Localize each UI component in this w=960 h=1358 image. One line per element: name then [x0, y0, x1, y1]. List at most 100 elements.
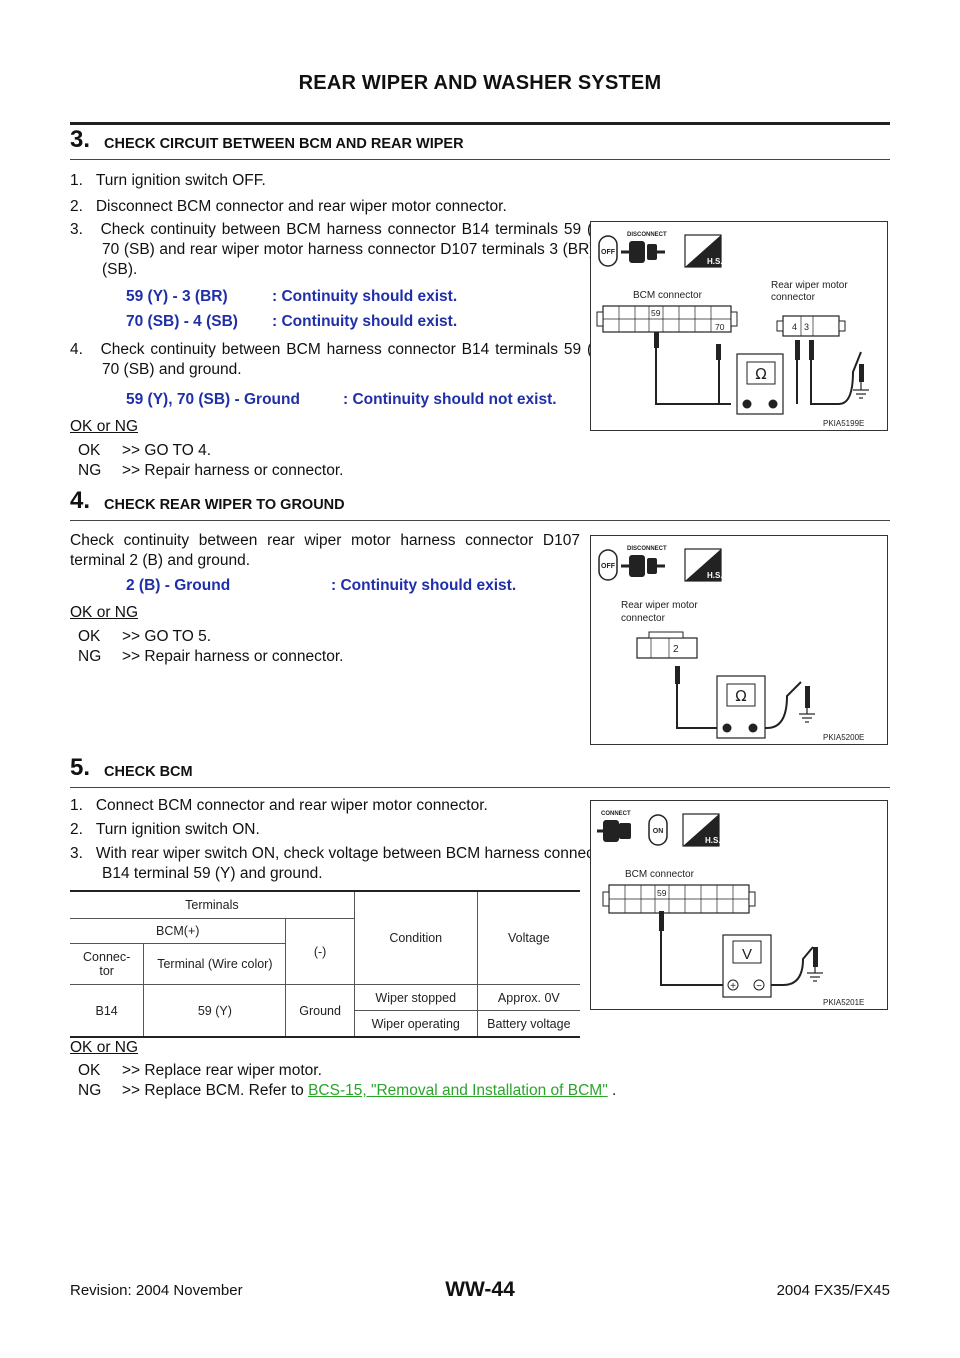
- svg-text:OFF: OFF: [601, 563, 616, 570]
- ground-icon: [853, 364, 869, 399]
- step-5-instruction-2: 2. Turn ignition switch ON.: [70, 821, 260, 838]
- table-cell: Battery voltage: [487, 1016, 571, 1031]
- ng-result: NG>> Repair harness or connector.: [78, 462, 344, 479]
- page-title: REAR WIPER AND WASHER SYSTEM: [298, 72, 662, 94]
- table-row: Wiper operating Battery voltage: [70, 1010, 580, 1037]
- step-3-instruction-2: 2. Disconnect BCM connector and rear wip…: [70, 198, 507, 215]
- ok-result: OK>> Replace rear wiper motor.: [78, 1062, 322, 1079]
- step-4-heading: 4. CHECK REAR WIPER TO GROUND: [70, 481, 890, 521]
- table-header: BCM(+): [70, 918, 287, 944]
- svg-text:H.S.: H.S.: [705, 836, 721, 845]
- figure-code: PKIA5201E: [823, 998, 864, 1007]
- step-number: 3.: [70, 126, 91, 153]
- svg-text:59: 59: [651, 308, 661, 318]
- connect-icon: CONNECT: [597, 811, 631, 842]
- ok-result: OK>> GO TO 5.: [78, 628, 212, 645]
- spec-right: : Continuity should exist.: [331, 577, 517, 594]
- rear-wiper-connector: 4 3: [776, 315, 846, 337]
- table-header: (-): [285, 918, 355, 985]
- step-5-instruction-3: 3. With rear wiper switch ON, check volt…: [70, 845, 612, 882]
- header-rule: [70, 122, 890, 125]
- figure-code: PKIA5199E: [823, 419, 864, 428]
- step-3-heading: 3. CHECK CIRCUIT BETWEEN BCM AND REAR WI…: [70, 120, 890, 160]
- svg-text:−: −: [756, 981, 762, 992]
- table-cell: Wiper operating: [354, 1010, 478, 1037]
- svg-text:59: 59: [657, 888, 667, 898]
- figure-code: PKIA5200E: [823, 733, 864, 742]
- svg-text:H.S.: H.S.: [707, 571, 723, 580]
- wiring-diagram: CONNECT ON H.S. BCM connector: [597, 811, 864, 1007]
- ignition-on-icon: ON: [648, 814, 668, 846]
- ok-result: OK>> GO TO 4.: [78, 442, 212, 459]
- step-title: CHECK BCM: [104, 764, 193, 780]
- table-cell: Wiper stopped: [354, 984, 478, 1011]
- table-header: Voltage: [477, 891, 580, 985]
- rear-wiper-label: connector: [771, 292, 816, 303]
- table-header: Terminal (Wire color): [143, 943, 287, 985]
- ground-icon: [799, 686, 815, 723]
- svg-text:ON: ON: [653, 828, 664, 835]
- disconnect-icon: DISCONNECT: [621, 546, 667, 577]
- step-title: CHECK REAR WIPER TO GROUND: [104, 497, 345, 513]
- harness-side-icon: H.S.: [684, 548, 723, 582]
- spec-left: 59 (Y) - 3 (BR): [126, 288, 228, 305]
- bcm-connector-label: BCM connector: [625, 869, 695, 880]
- svg-text:4: 4: [792, 322, 797, 332]
- rear-wiper-label: connector: [621, 613, 666, 624]
- svg-text:3: 3: [804, 322, 809, 332]
- bcm-connector: 59: [602, 884, 756, 914]
- step-number: 5.: [70, 754, 91, 781]
- table-cell: Approx. 0V: [477, 984, 580, 1011]
- disconnect-icon: DISCONNECT: [621, 232, 667, 263]
- figure-rear-wiper-ground: OFF DISCONNECT H.S. Rear wiper motor con…: [590, 535, 888, 745]
- ohmmeter-icon: Ω: [716, 675, 766, 739]
- page-number: WW-44: [445, 1278, 515, 1301]
- svg-text:+: +: [730, 981, 736, 992]
- rear-wiper-connector: 2: [636, 631, 698, 659]
- ohmmeter-icon: Ω: [736, 353, 784, 415]
- wiring-diagram: OFF DISCONNECT H.S. Rear wiper motor con…: [598, 546, 864, 742]
- step-3-instruction-4: 4. Check continuity between BCM harness …: [70, 341, 612, 378]
- spec-right: : Continuity should not exist.: [343, 391, 557, 408]
- svg-text:H.S.: H.S.: [707, 257, 723, 266]
- table-cell: 59 (Y): [143, 984, 287, 1038]
- step-5-heading: 5. CHECK BCM: [70, 748, 890, 788]
- svg-text:OFF: OFF: [601, 249, 616, 256]
- voltmeter-icon: V + −: [722, 934, 772, 998]
- figure-bcm-rear-wiper-continuity: OFF DISCONNECT H.S. BCM connector Rear w…: [590, 221, 888, 431]
- table-cell: B14: [70, 984, 145, 1038]
- voltage-spec-table: Terminals Condition Voltage BCM(+) (-) C…: [70, 890, 580, 1038]
- table-cell: Ground: [285, 984, 355, 1038]
- step-3-instruction-1: 1. Turn ignition switch OFF.: [70, 172, 266, 189]
- ignition-off-icon: OFF: [598, 235, 618, 267]
- bcm-connector: 59 70: [596, 305, 738, 333]
- spec-right: : Continuity should exist.: [272, 313, 458, 330]
- ok-or-ng-label: OK or NG: [70, 1039, 139, 1056]
- svg-text:CONNECT: CONNECT: [601, 811, 631, 817]
- ok-or-ng-label: OK or NG: [70, 604, 139, 621]
- rear-wiper-label: Rear wiper motor: [771, 280, 848, 291]
- svg-text:V: V: [742, 946, 752, 963]
- table-header: Condition: [354, 891, 478, 985]
- wiring-diagram: OFF DISCONNECT H.S. BCM connector Rear w…: [596, 232, 869, 428]
- step-number: 4.: [70, 487, 91, 514]
- step-title: CHECK CIRCUIT BETWEEN BCM AND REAR WIPER: [104, 136, 464, 152]
- ignition-off-icon: OFF: [598, 549, 618, 581]
- rear-wiper-label: Rear wiper motor: [621, 600, 698, 611]
- svg-text:Ω: Ω: [735, 687, 746, 705]
- step-5-instruction-1: 1. Connect BCM connector and rear wiper …: [70, 797, 488, 814]
- spec-left: 2 (B) - Ground: [126, 577, 231, 594]
- bcs-15-reference-link[interactable]: BCS-15, "Removal and Installation of BCM…: [308, 1082, 608, 1099]
- svg-text:DISCONNECT: DISCONNECT: [627, 232, 667, 238]
- svg-text:Ω: Ω: [755, 365, 766, 383]
- spec-left: 59 (Y), 70 (SB) - Ground: [126, 391, 300, 408]
- footer-revision: Revision: 2004 November: [70, 1282, 243, 1299]
- table-header: Connec- tor: [70, 943, 145, 985]
- svg-text:2: 2: [673, 644, 679, 655]
- harness-side-icon: H.S.: [684, 234, 723, 268]
- svg-text:DISCONNECT: DISCONNECT: [627, 546, 667, 552]
- ng-result: NG>> Replace BCM. Refer to BCS-15, "Remo…: [78, 1082, 617, 1099]
- ng-result: NG>> Repair harness or connector.: [78, 648, 344, 665]
- ok-or-ng-label: OK or NG: [70, 418, 139, 435]
- spec-left: 70 (SB) - 4 (SB): [126, 313, 238, 330]
